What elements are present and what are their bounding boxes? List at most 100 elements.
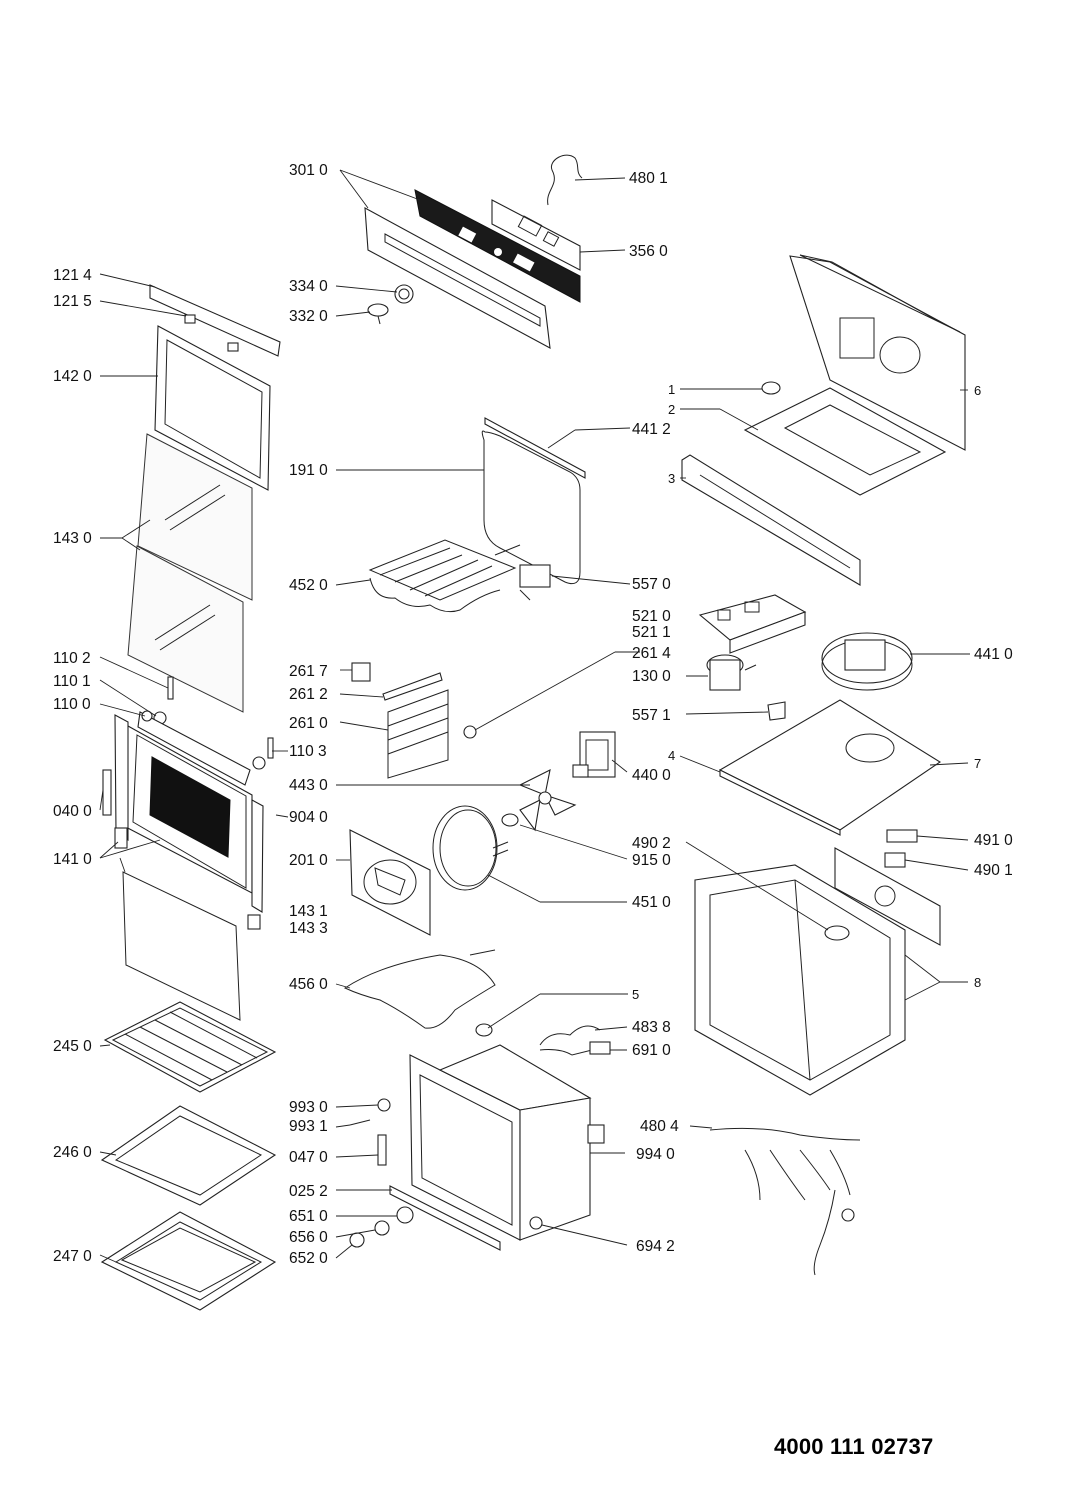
callout-356-0: 356 0 bbox=[629, 243, 668, 260]
callout-6: 6 bbox=[974, 383, 981, 398]
callout-694-2: 694 2 bbox=[636, 1238, 675, 1255]
shelf-support-parts bbox=[351, 662, 477, 779]
inner-door-frame-part bbox=[154, 325, 271, 491]
callout-521-0: 521 0 bbox=[632, 608, 671, 625]
callout-8: 8 bbox=[974, 975, 981, 990]
callout-490-2: 490 2 bbox=[632, 835, 671, 852]
top-cover-assembly-part bbox=[789, 254, 966, 451]
convection-fan-and-motor-parts bbox=[501, 731, 616, 832]
callout-480-4: 480 4 bbox=[640, 1118, 679, 1135]
display-module-part bbox=[491, 199, 581, 271]
callout-5: 5 bbox=[632, 987, 639, 1002]
callout-130-0: 130 0 bbox=[632, 668, 671, 685]
callout-110-3: 110 3 bbox=[289, 743, 327, 760]
callout-691-0: 691 0 bbox=[632, 1042, 671, 1059]
callout-443-0: 443 0 bbox=[289, 777, 328, 794]
callout-4: 4 bbox=[668, 748, 675, 763]
oven-back-panel-part bbox=[349, 829, 431, 936]
callout-247-0: 247 0 bbox=[53, 1248, 92, 1265]
door-top-trim-part bbox=[149, 284, 281, 357]
cavity-seal-parts bbox=[481, 417, 586, 585]
callout-143-1: 143 1 bbox=[289, 903, 328, 920]
baking-tray-part bbox=[100, 1105, 277, 1206]
callout-441-0: 441 0 bbox=[974, 646, 1013, 663]
callout-652-0: 652 0 bbox=[289, 1250, 328, 1267]
callout-334-0: 334 0 bbox=[289, 278, 328, 295]
callout-480-1: 480 1 bbox=[629, 170, 668, 187]
callout-557-0: 557 0 bbox=[632, 576, 671, 593]
cavity-front-small-parts bbox=[349, 1098, 543, 1251]
callout-332-0: 332 0 bbox=[289, 308, 328, 325]
callout-143-3: 143 3 bbox=[289, 920, 328, 937]
callout-1: 1 bbox=[668, 382, 675, 397]
callout-245-0: 245 0 bbox=[53, 1038, 92, 1055]
callout-301-0: 301 0 bbox=[289, 162, 328, 179]
callout-994-0: 994 0 bbox=[636, 1146, 675, 1163]
callout-121-4: 121 4 bbox=[53, 267, 92, 284]
cabinet-frame-part bbox=[694, 864, 906, 1096]
callout-261-2: 261 2 bbox=[289, 686, 328, 703]
control-panel-fascia-part bbox=[364, 189, 581, 349]
glass-pane-parts bbox=[127, 433, 253, 713]
callout-142-0: 142 0 bbox=[53, 368, 92, 385]
callout-521-1: 521 1 bbox=[632, 624, 671, 641]
callout-915-0: 915 0 bbox=[632, 852, 671, 869]
callout-261-7: 261 7 bbox=[289, 663, 328, 680]
callout-557-1: 557 1 bbox=[632, 707, 671, 724]
top-grill-element-part bbox=[368, 539, 521, 613]
callout-121-5: 121 5 bbox=[53, 293, 92, 310]
document-number: 4000 111 02737 bbox=[774, 1434, 934, 1459]
display-wire-part bbox=[547, 154, 583, 206]
callout-491-0: 491 0 bbox=[974, 832, 1013, 849]
callout-656-0: 656 0 bbox=[289, 1229, 328, 1246]
callout-110-0: 110 0 bbox=[53, 696, 91, 713]
callout-2: 2 bbox=[668, 402, 675, 417]
feet-part bbox=[475, 1023, 493, 1037]
power-cable-part bbox=[539, 1025, 611, 1056]
callout-456-0: 456 0 bbox=[289, 976, 328, 993]
rear-panel-parts bbox=[834, 829, 941, 946]
relay-part bbox=[706, 654, 757, 691]
callout-993-0: 993 0 bbox=[289, 1099, 328, 1116]
callout-440-0: 440 0 bbox=[632, 767, 671, 784]
callout-201-0: 201 0 bbox=[289, 852, 328, 869]
callout-261-0: 261 0 bbox=[289, 715, 328, 732]
callout-651-0: 651 0 bbox=[289, 1208, 328, 1225]
circular-heating-element-part bbox=[432, 805, 509, 891]
callout-246-0: 246 0 bbox=[53, 1144, 92, 1161]
callout-441-2: 441 2 bbox=[632, 421, 671, 438]
callout-141-0: 141 0 bbox=[53, 851, 92, 868]
electronic-board-part bbox=[698, 594, 807, 654]
oven-cavity-part bbox=[409, 1044, 605, 1241]
callout-025-2: 025 2 bbox=[289, 1183, 328, 1200]
wiring-harness-part bbox=[709, 1127, 861, 1276]
callout-261-4: 261 4 bbox=[632, 645, 671, 662]
callout-7: 7 bbox=[974, 756, 981, 771]
callout-3: 3 bbox=[668, 471, 675, 486]
deep-tray-part bbox=[100, 1211, 277, 1311]
bottom-plate-parts bbox=[718, 699, 942, 836]
top-tray-and-bracket-parts bbox=[681, 381, 947, 586]
door-side-bracket-parts bbox=[102, 714, 264, 930]
callout-040-0: 040 0 bbox=[53, 803, 92, 820]
callout-191-0: 191 0 bbox=[289, 462, 328, 479]
callout-143-0: 143 0 bbox=[53, 530, 92, 547]
callout-451-0: 451 0 bbox=[632, 894, 671, 911]
callout-labels: 301 0 480 1 356 0 121 4 121 5 334 0 332 … bbox=[53, 162, 1013, 1267]
callout-110-1: 110 1 bbox=[53, 673, 91, 690]
door-seal-part bbox=[122, 871, 241, 1021]
callout-490-1: 490 1 bbox=[974, 862, 1013, 879]
thermostat-part bbox=[519, 564, 551, 601]
bottom-heating-element-part bbox=[343, 949, 496, 1029]
sensor-part bbox=[767, 701, 786, 721]
knob-parts bbox=[367, 284, 414, 325]
callout-993-1: 993 1 bbox=[289, 1118, 328, 1135]
callout-483-8: 483 8 bbox=[632, 1019, 671, 1036]
wire-rack-part bbox=[103, 1001, 277, 1093]
outer-door-part bbox=[123, 710, 253, 894]
leader-lines bbox=[99, 169, 970, 1263]
callout-904-0: 904 0 bbox=[289, 809, 328, 826]
callout-452-0: 452 0 bbox=[289, 577, 328, 594]
